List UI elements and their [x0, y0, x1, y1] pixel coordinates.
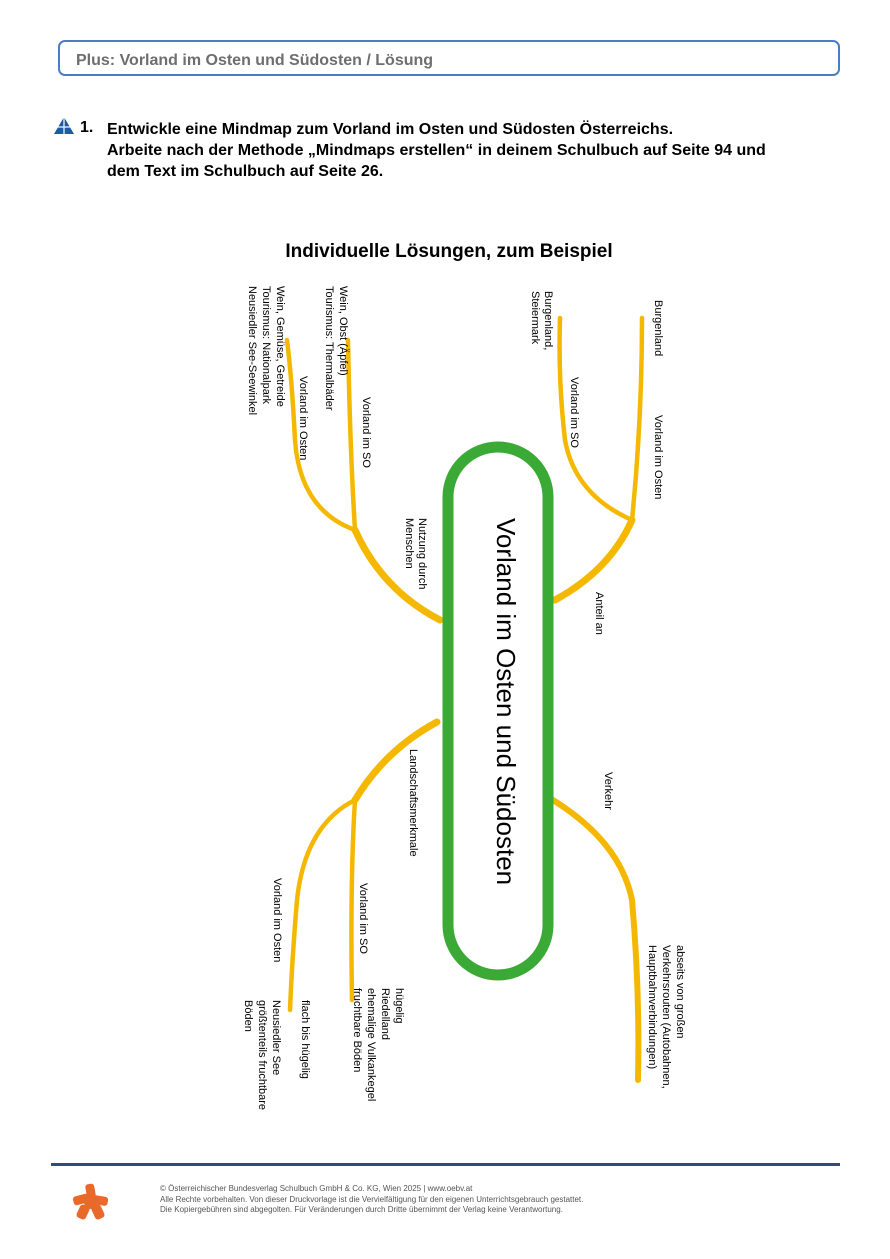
detail-text: Hauptbahnverbindungen) — [646, 945, 658, 1069]
footer-divider — [51, 1163, 840, 1166]
detail-text: Burgenland — [652, 300, 664, 356]
publisher-logo-icon — [72, 1183, 109, 1220]
task-line: Arbeite nach der Methode „Mindmaps erste… — [107, 142, 766, 159]
detail-text: flach bis hügelig — [299, 1000, 311, 1079]
footer-line: Die Kopiergebühren sind abgegolten. Für … — [160, 1205, 563, 1214]
detail-text: Neusiedler See-Seewinkel — [246, 286, 258, 415]
sub-label: Vorland im Osten — [297, 376, 309, 460]
branch-landschaft-ost — [287, 797, 358, 1013]
footer-text: © Österreichischer Bundesverlag Schulbuc… — [160, 1184, 583, 1216]
sub-label: Vorland im SO — [360, 397, 372, 468]
detail-text: größtenteils fruchtbare — [256, 1000, 268, 1110]
detail-text: Riedelland — [379, 988, 391, 1040]
detail-text: Wein, Obst (Äpfel) — [337, 286, 349, 376]
header-box: Plus: Vorland im Osten und Südosten / Lö… — [58, 40, 840, 76]
detail-text: Verkehrsrouten (Autobahnen, — [660, 945, 672, 1089]
detail-text: Neusiedler See — [270, 1000, 282, 1075]
detail-text: Wein, Gemüse, Getreide — [274, 286, 286, 407]
detail-text: Böden — [242, 1000, 254, 1032]
branch-verkehr — [545, 794, 642, 1083]
sub-label: Vorland im Osten — [271, 878, 283, 962]
task-number: 1. — [80, 119, 94, 136]
branch-anteil — [551, 516, 636, 604]
detail-text: Steiermark — [529, 291, 541, 345]
detail-text: Tourismus: Thermalbäder — [323, 286, 335, 411]
center-label: Vorland im Osten und Südosten — [491, 518, 521, 885]
detail-text: Tourismus: Nationalpark — [260, 286, 272, 404]
branch-anteil-ost — [629, 315, 645, 523]
task-text: Entwickle eine Mindmap zum Vorland im Os… — [107, 119, 766, 182]
branch-nutzung-ost — [284, 337, 358, 533]
detail-text: abseits von großen — [674, 945, 686, 1039]
detail-text: fruchtbare Böden — [351, 988, 363, 1072]
branch-nutzung-so — [345, 337, 358, 533]
task-line: Entwickle eine Mindmap zum Vorland im Os… — [107, 121, 674, 138]
branch-anteil-so — [557, 315, 635, 523]
triangle-icon — [54, 117, 74, 134]
branch-label: Nutzung durch — [416, 518, 428, 590]
page-title: Plus: Vorland im Osten und Südosten / Lö… — [76, 52, 434, 69]
detail-text: hügelig — [393, 988, 405, 1023]
branch-label: Landschaftsmerkmale — [407, 749, 419, 857]
subtitle: Individuelle Lösungen, zum Beispiel — [285, 241, 613, 262]
center-node — [442, 441, 554, 981]
sub-label: Vorland im Osten — [652, 415, 664, 499]
footer-line: © Österreichischer Bundesverlag Schulbuc… — [160, 1184, 473, 1193]
detail-text: Burgenland, — [542, 291, 554, 350]
detail-text: ehemalige Vulkankegel — [365, 988, 377, 1101]
branch-label: Menschen — [403, 518, 415, 569]
branch-landschaft — [351, 718, 441, 804]
branch-label: Anteil an — [593, 592, 605, 635]
task-line: dem Text im Schulbuch auf Seite 26. — [107, 163, 384, 180]
branch-landschaft-so — [349, 797, 358, 1003]
sub-label: Vorland im SO — [568, 377, 580, 448]
branch-nutzung — [351, 526, 444, 624]
footer-line: Alle Rechte vorbehalten. Von dieser Druc… — [160, 1194, 584, 1204]
branch-label: Verkehr — [602, 772, 614, 810]
sub-label: Vorland im SO — [357, 883, 369, 954]
